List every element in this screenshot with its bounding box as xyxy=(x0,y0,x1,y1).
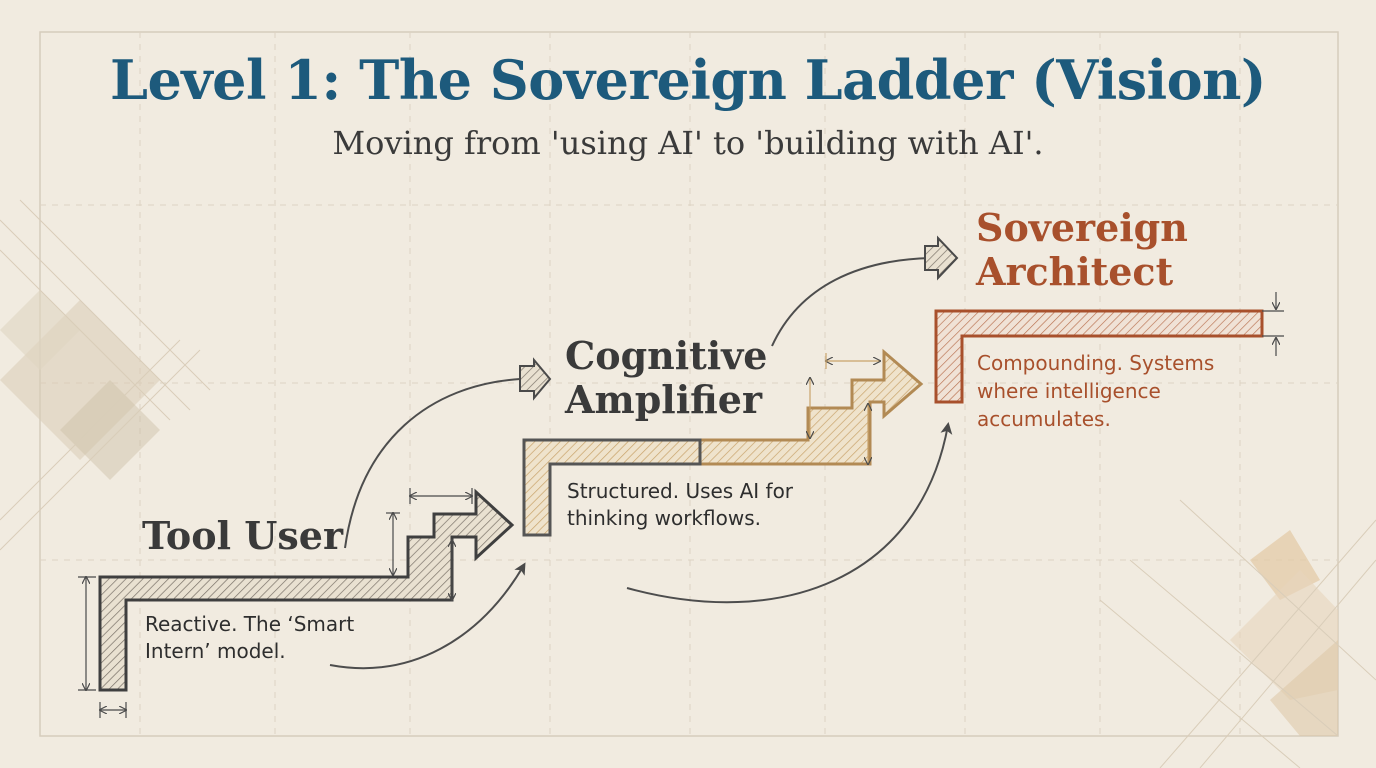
curve-lower-to-sovereign xyxy=(626,422,953,604)
stage-cognitive-amplifier-desc: Structured. Uses AI for thinking workflo… xyxy=(567,478,793,532)
desc-line: Intern’ model. xyxy=(145,639,286,663)
desc-line: Compounding. Systems xyxy=(977,351,1215,375)
desc-line: thinking workflows. xyxy=(567,506,761,530)
stage-title-line: Architect xyxy=(976,249,1174,294)
stage-title-line: Sovereign xyxy=(976,205,1188,250)
step-cognitive-amplifier-left-edge xyxy=(522,438,702,537)
decorative-shapes-left xyxy=(0,199,211,551)
stage-title-line: Amplifier xyxy=(565,377,762,422)
page-subtitle: Moving from 'using AI' to 'building with… xyxy=(332,124,1044,162)
stage-tool-user-title: Tool User xyxy=(142,514,343,558)
desc-line: Reactive. The ‘Smart xyxy=(145,612,355,636)
decorative-shapes-right xyxy=(1099,499,1376,768)
stage-title-line: Tool User xyxy=(142,513,344,558)
curve-cognitive-to-sovereign xyxy=(771,257,931,347)
stage-title-line: Cognitive xyxy=(565,333,768,378)
background-grid xyxy=(40,32,1338,736)
step-tool-user xyxy=(98,488,515,692)
curve-tool-to-cognitive xyxy=(344,378,521,549)
dimension-marks xyxy=(78,292,1284,718)
curve-lower-to-cognitive xyxy=(329,562,526,670)
desc-line: Structured. Uses AI for xyxy=(567,479,794,503)
page-title: Level 1: The Sovereign Ladder (Vision) xyxy=(109,48,1267,112)
desc-line: accumulates. xyxy=(977,407,1111,431)
stage-tool-user-desc: Reactive. The ‘Smart Intern’ model. xyxy=(145,611,354,665)
desc-line: where intelligence xyxy=(977,379,1161,403)
connector-arrows xyxy=(329,257,953,670)
stage-sovereign-architect-title: Sovereign Architect xyxy=(976,206,1188,294)
hollow-arrowheads xyxy=(519,235,959,401)
stage-sovereign-architect-desc: Compounding. Systems where intelligence … xyxy=(977,349,1214,433)
stage-cognitive-amplifier-title: Cognitive Amplifier xyxy=(565,334,767,422)
